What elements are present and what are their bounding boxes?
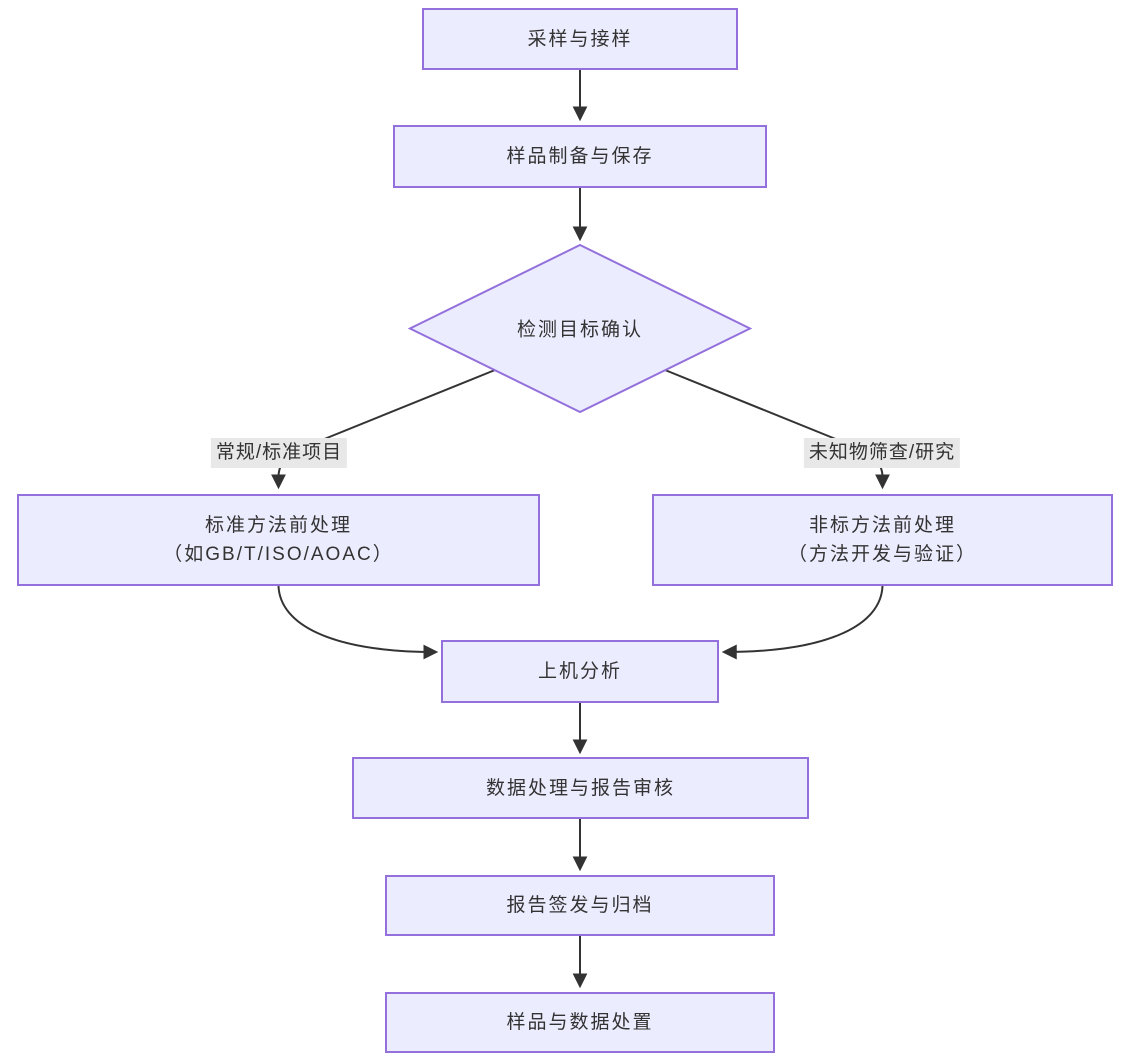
node-standard-prep-line1: 标准方法前处理 — [204, 515, 352, 536]
edge-decision-to-nonstandard — [664, 369, 890, 490]
node-standard-prep: 标准方法前处理 （如GB/T/ISO/AOAC） — [17, 494, 540, 586]
node-sampling: 采样与接样 — [422, 8, 738, 70]
node-sampling-label: 采样与接样 — [527, 28, 633, 50]
node-nonstandard-prep-line1: 非标方法前处理 — [808, 515, 956, 536]
edge-nonstandard-to-analysis — [721, 585, 884, 660]
edge-decision-to-standard — [271, 369, 496, 490]
node-sample-disposal-label: 样品与数据处置 — [506, 1012, 654, 1033]
node-report-issue-label: 报告签发与归档 — [506, 895, 654, 916]
node-target-confirm-label: 检测目标确认 — [516, 319, 644, 341]
edge-label-routine-standard: 常规/标准项目 — [210, 438, 348, 468]
node-nonstandard-prep: 非标方法前处理 （方法开发与验证） — [652, 494, 1113, 586]
node-prep-storage-label: 样品制备与保存 — [506, 146, 654, 167]
node-data-review-label: 数据处理与报告审核 — [485, 777, 675, 799]
node-prep-storage: 样品制备与保存 — [393, 125, 767, 188]
node-instrument-analysis-label: 上机分析 — [537, 661, 622, 682]
node-sample-disposal: 样品与数据处置 — [385, 992, 775, 1053]
node-nonstandard-prep-line2: （方法开发与验证） — [787, 544, 977, 565]
node-data-review: 数据处理与报告审核 — [352, 757, 809, 819]
node-standard-prep-line2: （如GB/T/ISO/AOAC） — [163, 544, 394, 565]
node-instrument-analysis: 上机分析 — [441, 640, 719, 703]
edge-label-unknown-screening: 未知物筛查/研究 — [803, 438, 961, 468]
decision-diamond-shape — [407, 243, 753, 414]
edge-standard-to-analysis — [277, 585, 439, 660]
node-report-issue: 报告签发与归档 — [385, 875, 775, 936]
